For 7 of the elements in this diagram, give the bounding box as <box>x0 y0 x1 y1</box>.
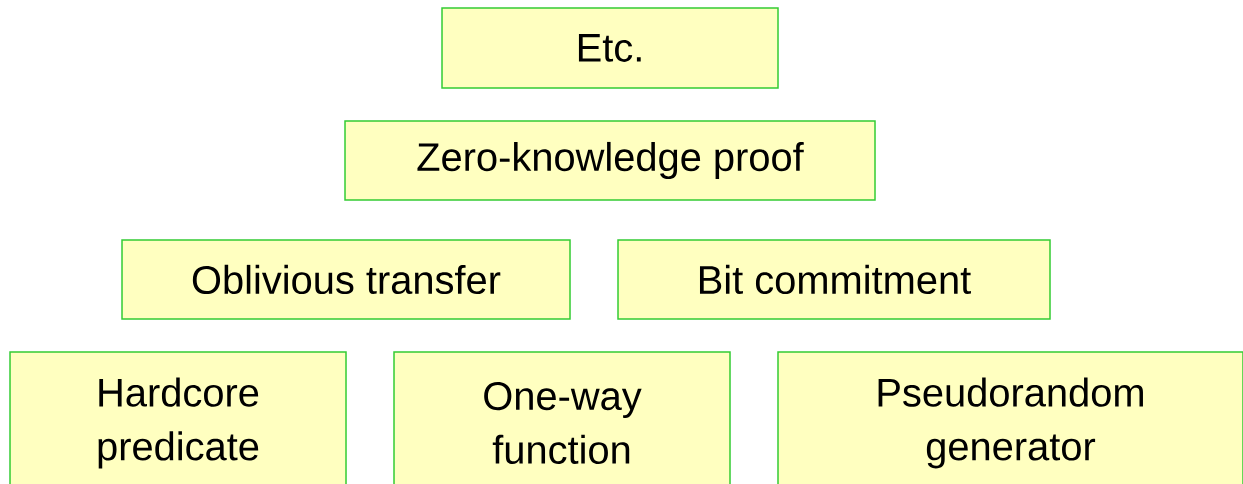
text-box: Etc. <box>441 7 779 89</box>
text-box: Oblivious transfer <box>121 239 571 320</box>
text-box: One-way function <box>393 351 731 484</box>
text-box: Zero-knowledge proof <box>344 120 876 201</box>
text-box: Hardcore predicate <box>9 351 347 484</box>
text-box: Pseudorandom generator <box>777 351 1243 484</box>
text-box: Bit commitment <box>617 239 1051 320</box>
